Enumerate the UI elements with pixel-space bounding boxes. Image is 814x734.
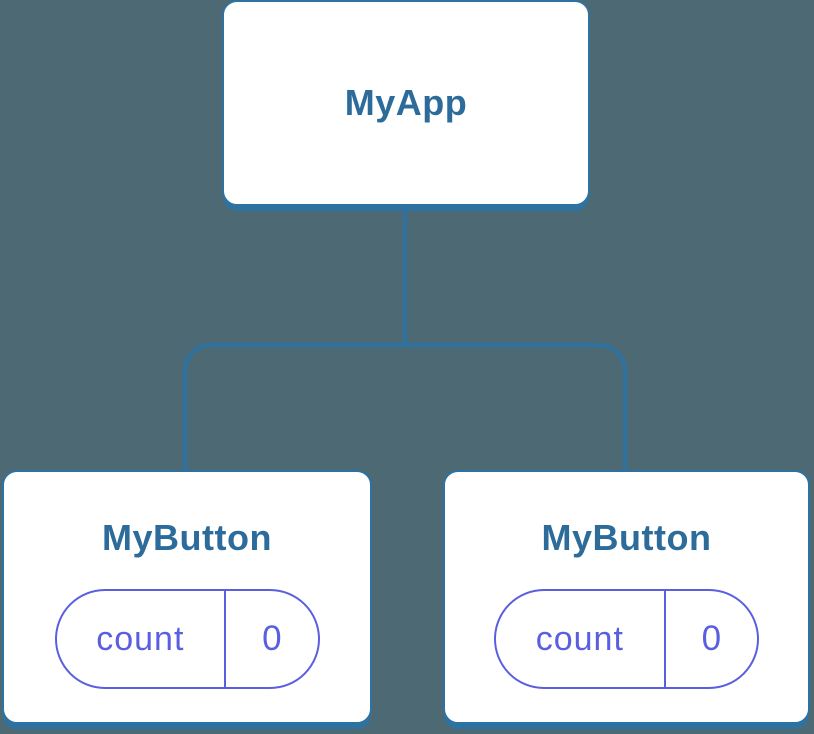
component-name-root: MyApp	[344, 82, 468, 124]
component-node-root: MyApp	[222, 0, 590, 206]
state-value-right: 0	[701, 619, 722, 659]
state-pill-left: count 0	[54, 589, 320, 690]
state-key-right: count	[496, 591, 666, 688]
state-value-left: 0	[262, 619, 282, 659]
connector-root-stub	[403, 206, 407, 347]
state-pill-right: count 0	[494, 589, 759, 690]
state-key-left: count	[57, 591, 227, 688]
component-name-child-right: MyButton	[541, 517, 712, 558]
component-node-child-left: MyButton count 0	[2, 470, 372, 724]
connector-branch-bracket	[183, 343, 627, 470]
component-name-child-left: MyButton	[102, 517, 272, 558]
component-node-child-right: MyButton count 0	[443, 470, 810, 724]
